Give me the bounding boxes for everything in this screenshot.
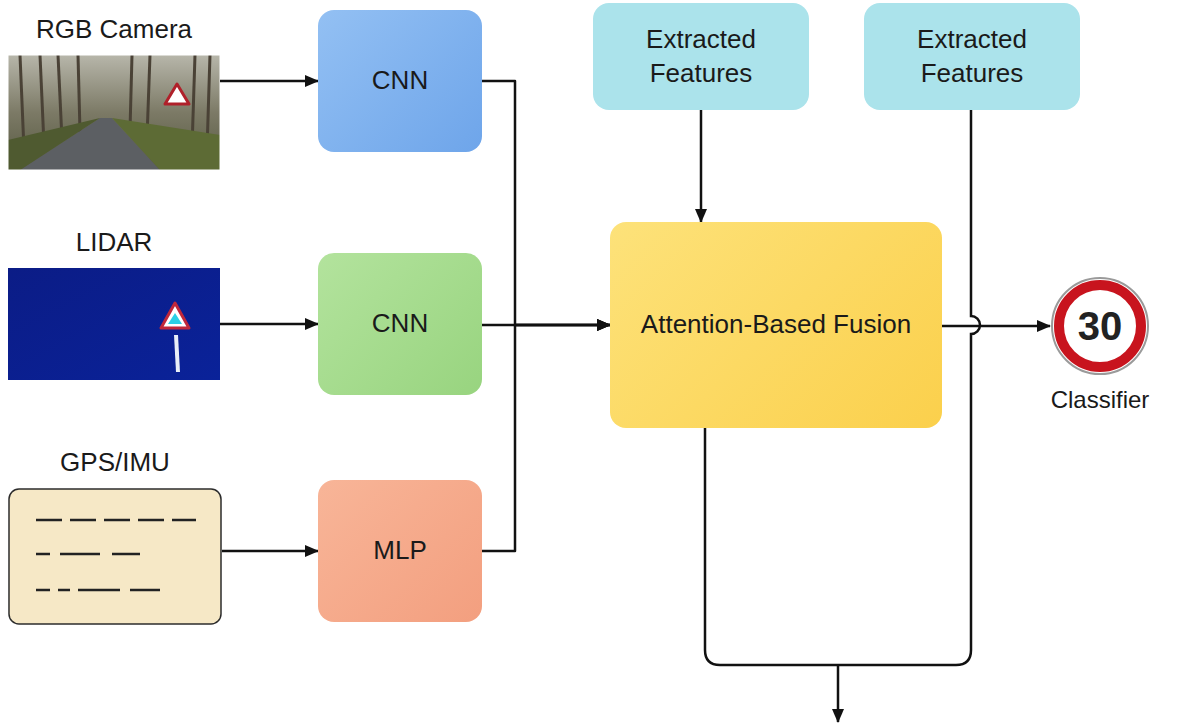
fusion-box: Attention-Based Fusion — [610, 222, 942, 428]
lidar-input: LIDAR — [8, 268, 220, 380]
box-label: CNN — [372, 64, 428, 98]
flow-arrow — [222, 550, 318, 553]
mlp-box: MLP — [318, 480, 482, 622]
flow-arrow — [482, 81, 610, 325]
classifier-sign: 30Classifier — [1050, 276, 1150, 376]
box-label: CNN — [372, 307, 428, 341]
feature-box: Extracted Features — [593, 3, 809, 110]
flow-arrow — [482, 325, 610, 551]
box-label: Extracted Features — [593, 23, 809, 91]
gps-imu-record — [9, 489, 221, 624]
flow-arrow — [942, 325, 1050, 328]
flow-arrow — [700, 110, 703, 222]
cnn-box: CNN — [318, 253, 482, 395]
input-heading: GPS/IMU — [0, 447, 242, 478]
box-label: Extracted Features — [864, 23, 1080, 91]
input-heading: RGB Camera — [0, 14, 240, 45]
camera-input: RGB Camera — [8, 55, 220, 170]
feature-box: Extracted Features — [864, 3, 1080, 110]
gps-imu-input: GPS/IMU — [8, 488, 222, 625]
box-label: MLP — [373, 534, 426, 568]
output-arrow — [837, 665, 840, 722]
lidar-image — [8, 268, 220, 380]
cnn-box: CNN — [318, 10, 482, 152]
input-heading: LIDAR — [0, 227, 240, 258]
classifier-label: Classifier — [1010, 386, 1190, 414]
flow-arrow — [220, 323, 318, 326]
speed-number: 30 — [1078, 304, 1123, 349]
flow-arrow — [220, 80, 318, 83]
box-label: Attention-Based Fusion — [641, 308, 911, 342]
rgb-camera-image — [8, 55, 220, 170]
